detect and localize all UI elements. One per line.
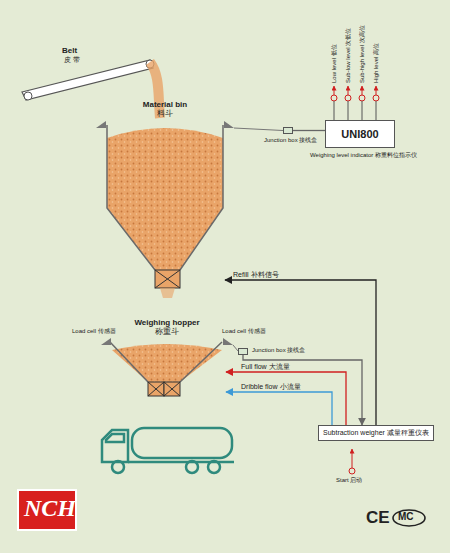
- node-title: Subtraction weigher 减量秤重仪表: [323, 429, 429, 437]
- junction-box: Junction box 接线盒: [283, 127, 293, 134]
- node-title: Material bin: [105, 100, 225, 109]
- bin-node: Material bin料斗: [105, 100, 225, 290]
- node-title: Junction box 接线盒: [264, 137, 317, 144]
- output-arrows: [331, 86, 379, 120]
- junction-box: Junction box 接线盒: [238, 348, 248, 355]
- belt-conveyor: [22, 60, 160, 118]
- node-caption: 料斗: [105, 109, 225, 118]
- logo-text: NCH: [24, 495, 76, 523]
- signal-name: Sub-low level 次低位: [345, 28, 352, 83]
- ce-mark: CE: [366, 508, 390, 528]
- weighing-hopper: [101, 338, 238, 396]
- truck: [102, 428, 234, 473]
- material-bin: [96, 121, 283, 298]
- indicator-box: UNI800Weighing level indicator 称重料位指示仪: [325, 120, 395, 148]
- node-title: UNI800: [326, 121, 394, 147]
- signal-name: Low level 低位: [331, 44, 338, 83]
- signal-line: [293, 130, 325, 131]
- start-signal: [349, 449, 355, 474]
- node-caption: 称重斗: [108, 327, 226, 336]
- signal-name: Sub-high level 次高位: [359, 25, 366, 83]
- signal-name: High level 高位: [373, 43, 380, 83]
- mc-mark: [393, 510, 425, 526]
- signal-line: [225, 280, 376, 425]
- signal-name: Start 启动: [336, 477, 362, 484]
- weigher-box: Subtraction weigher 减量秤重仪表: [318, 425, 434, 441]
- node-title: Junction box 接线盒: [252, 347, 305, 354]
- node-caption: Weighing level indicator 称重料位指示仪: [310, 152, 417, 159]
- edge-label: Refill 补料信号: [232, 271, 280, 279]
- hopper-node: Weighing hopper称重斗: [108, 318, 226, 400]
- part-name: Load cell 传感器: [72, 328, 116, 335]
- node-title: Weighing hopper: [108, 318, 226, 327]
- part-name: 皮 带: [64, 56, 80, 64]
- signal-line: [226, 372, 346, 425]
- part-name: Load cell 传感器: [222, 328, 266, 335]
- edge-label: Full flow 大流量: [240, 363, 291, 371]
- mc-mark-text: MC: [398, 511, 414, 523]
- edge-label: Dribble flow 小流量: [240, 383, 302, 391]
- part-name: Belt: [62, 46, 77, 55]
- logo-plate: [18, 490, 76, 530]
- signal-line: [226, 392, 332, 425]
